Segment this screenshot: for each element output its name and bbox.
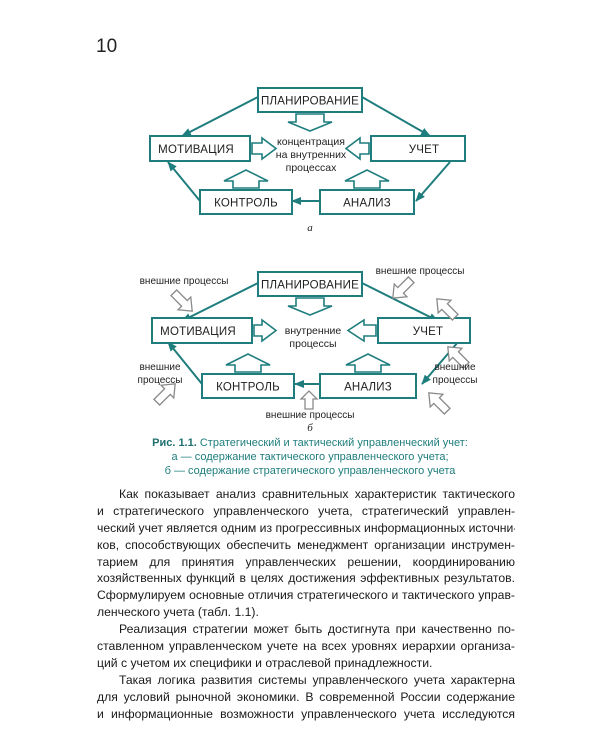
block-arrow-b-from-analysis — [345, 353, 391, 373]
label-analysis: АНАЛИЗ — [343, 198, 391, 210]
arrow-b-planning-to-accounting — [361, 282, 439, 322]
external-label-top-right: внешние процессы — [376, 266, 465, 277]
text-line: Сформулируем основные отличия стратегиче… — [97, 588, 515, 603]
body-text: Как показывает анализ сравнительных хара… — [97, 486, 515, 722]
block-arrow-b-from-motivation — [253, 318, 278, 343]
label-control: КОНТРОЛЬ — [214, 198, 278, 210]
arrow-b-planning-to-motivation — [181, 282, 259, 322]
figure-1-1: ПЛАНИРОВАНИЕ МОТИВАЦИЯ УЧЕТ КОНТРОЛЬ АНА… — [138, 87, 478, 434]
center-text-a-3: процессах — [286, 162, 337, 174]
box-accounting — [370, 135, 466, 162]
figure-caption: Рис. 1.1. Стратегический и тактический у… — [100, 436, 520, 478]
text-line: Такая логика развития системы управленче… — [119, 672, 515, 687]
external-arrow-top-left — [170, 289, 193, 312]
arrow-control-to-motivation — [167, 161, 201, 202]
center-text-b-2: процессы — [289, 338, 336, 350]
box-analysis — [319, 189, 415, 215]
box-b-control — [201, 373, 295, 399]
label-accounting: УЧЕТ — [409, 144, 439, 156]
arrow-accounting-to-analysis — [415, 161, 451, 202]
block-arrow-b-from-planning — [287, 297, 333, 316]
center-text-a-1: концентрация — [277, 136, 345, 148]
text-line: ков, способствующих обеспечить менеджмен… — [97, 537, 515, 552]
box-b-analysis — [319, 373, 417, 399]
text-line: ставленном управленческом учете на всех … — [97, 639, 515, 654]
paragraph-3: Такая логика развития системы управленче… — [97, 672, 515, 723]
center-text-a-2: на внутренних — [276, 149, 347, 161]
external-arrow-left-bottom — [153, 383, 176, 406]
label-planning: ПЛАНИРОВАНИЕ — [261, 96, 359, 108]
label-b-accounting: УЧЕТ — [413, 326, 443, 338]
text-line: и информационные возможности управленчес… — [97, 706, 515, 721]
arrow-planning-to-accounting — [361, 96, 431, 137]
external-arrow-bottom — [299, 390, 319, 410]
text-line: Реализация стратегии может быть достигну… — [119, 622, 515, 637]
box-b-motivation — [151, 317, 253, 344]
diagram-a-label: а — [307, 222, 313, 234]
diagram-b-label: б — [307, 422, 313, 434]
external-arrow-right-top — [436, 298, 459, 321]
text-line: и стратегического управленческого учета,… — [97, 503, 515, 518]
label-b-analysis: АНАЛИЗ — [344, 382, 392, 394]
diagram-b: ПЛАНИРОВАНИЕ МОТИВАЦИЯ УЧЕТ КОНТРОЛЬ АНА… — [138, 266, 478, 434]
box-control — [199, 189, 293, 215]
box-b-planning — [257, 271, 363, 297]
label-b-planning: ПЛАНИРОВАНИЕ — [261, 280, 359, 292]
block-arrow-from-planning — [287, 113, 333, 132]
block-arrow-from-control — [223, 169, 269, 189]
block-arrow-from-accounting — [344, 136, 370, 161]
box-b-accounting — [377, 317, 471, 344]
external-label-right-1: внешние — [434, 362, 476, 373]
external-label-right-2: процессы — [433, 375, 478, 386]
external-arrow-right-middle — [447, 346, 470, 369]
text-line: тарием для принятия управленческих решен… — [97, 554, 515, 569]
caption-line-1: Рис. 1.1. Стратегический и тактический у… — [100, 436, 520, 450]
block-arrow-b-from-accounting — [346, 318, 377, 343]
center-text-b-1: внутренние — [285, 325, 342, 337]
label-b-motivation: МОТИВАЦИЯ — [160, 326, 236, 338]
caption-line-3: б — содержание стратегического управленч… — [164, 465, 456, 477]
text-line: для условий рыночной экономики. В соврем… — [97, 689, 515, 704]
external-label-left-2: процессы — [138, 375, 183, 386]
block-arrow-b-from-control — [225, 353, 271, 373]
external-arrow-top-right — [392, 276, 415, 299]
label-b-control: КОНТРОЛЬ — [216, 382, 280, 394]
label-motivation: МОТИВАЦИЯ — [158, 144, 234, 156]
paragraph-2: Реализация стратегии может быть достигну… — [97, 621, 515, 672]
text-line: хозяйственных функций в целях достижения… — [97, 571, 515, 586]
block-arrow-from-analysis — [344, 169, 390, 189]
text-line: Как показывает анализ сравнительных хара… — [119, 487, 515, 501]
caption-title: Стратегический и тактический управленчес… — [196, 437, 468, 449]
box-planning — [257, 87, 363, 113]
external-label-top-left: внешние процессы — [140, 276, 229, 287]
external-arrow-right-bottom — [428, 392, 451, 415]
page-number: 10 — [96, 36, 118, 57]
caption-prefix: Рис. 1.1. — [152, 437, 197, 449]
caption-line-2: а — содержание тактического управленческ… — [171, 451, 449, 463]
paragraph-1: Как показывает анализ сравнительных хара… — [97, 486, 515, 621]
arrow-planning-to-motivation — [181, 96, 259, 137]
text-line: ций с учетом их специфики и отраслевой п… — [97, 655, 433, 670]
external-label-bottom: внешние процессы — [266, 410, 355, 421]
block-arrow-from-motivation — [251, 136, 278, 161]
arrow-b-control-to-motivation — [167, 341, 203, 385]
external-label-left-1: внешние — [139, 362, 181, 373]
diagram-a: ПЛАНИРОВАНИЕ МОТИВАЦИЯ УЧЕТ КОНТРОЛЬ АНА… — [149, 87, 466, 234]
text-line: ческий учет является одним из прогрессив… — [97, 520, 515, 535]
box-motivation — [149, 135, 251, 162]
text-line: ленческого учета (табл. 1.1). — [97, 605, 259, 620]
